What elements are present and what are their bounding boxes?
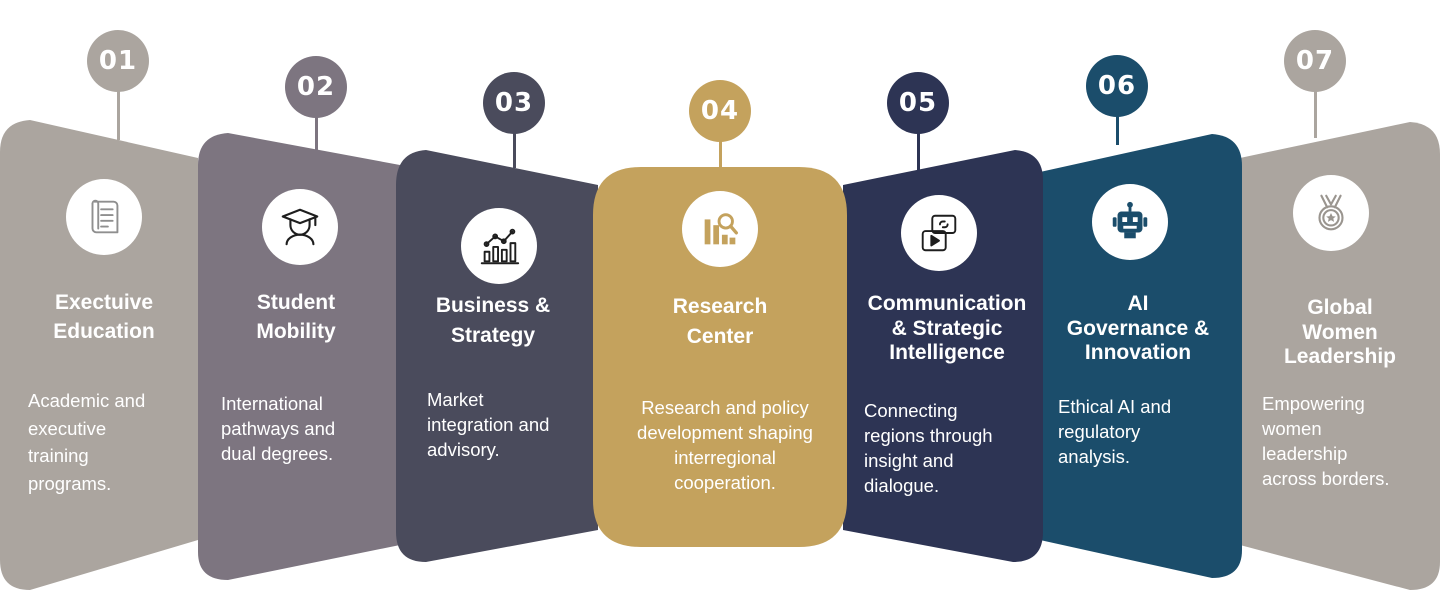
- icon-circle-06: [1092, 184, 1168, 260]
- icon-circle-02: [262, 189, 338, 265]
- connector-line-02: [314, 87, 318, 158]
- icon-circle-03: [461, 208, 537, 284]
- step-title-04-line-1: Research: [672, 295, 768, 318]
- media-icon: [921, 214, 957, 252]
- step-number-badge-05: 05: [887, 72, 949, 134]
- step-title-06-line-2: Governance &: [1066, 316, 1210, 340]
- step-title-07: Global Women Leadership: [1240, 296, 1440, 370]
- step-title-07-line-3: Leadership: [1283, 345, 1397, 368]
- step-description-04-line-1: Research and policy: [641, 397, 809, 418]
- step-description-01-line-4: programs.: [28, 472, 112, 494]
- connector-line-07: [1313, 61, 1317, 138]
- step-description-02-line-2: pathways and: [221, 418, 336, 439]
- step-description-03: Market integration and advisory.: [427, 387, 597, 462]
- step-description-05-line-1: Connecting: [864, 400, 958, 421]
- step-description-03-line-2: integration and: [427, 414, 550, 435]
- step-description-03-line-3: advisory.: [427, 439, 500, 460]
- step-number-badge-04: 04: [689, 80, 751, 142]
- band-shape-03: [396, 150, 598, 562]
- step-description-04: Research and policy development shaping …: [620, 395, 830, 495]
- connector-line-01: [116, 61, 120, 140]
- graduate-icon: [281, 208, 319, 246]
- robot-icon: [1112, 201, 1148, 239]
- step-description-06-line-2: regulatory: [1058, 421, 1141, 442]
- step-description-06-line-3: analysis.: [1058, 446, 1130, 467]
- step-description-07-line-1: Empowering: [1262, 393, 1365, 414]
- step-title-01-line-1: Exectuive: [54, 291, 154, 314]
- icon-circle-04: [682, 191, 758, 267]
- step-description-07: Empowering women leadership across borde…: [1262, 391, 1440, 491]
- step-number-badge-02: 02: [285, 56, 347, 118]
- step-title-02-line-1: Student: [256, 291, 336, 314]
- step-title-04: Research Center: [605, 292, 835, 352]
- step-title-05-line-3: Intelligence: [889, 341, 1005, 364]
- icon-circle-05: [901, 195, 977, 271]
- step-description-01: Academic and executive training programs…: [28, 387, 196, 497]
- step-description-02-line-1: International: [221, 393, 323, 414]
- step-description-01-line-3: training: [28, 445, 89, 466]
- medal-icon: [1318, 194, 1344, 231]
- step-title-01: Exectuive Education: [4, 288, 204, 346]
- step-number-badge-01: 01: [87, 30, 149, 92]
- step-description-07-line-2: women: [1262, 418, 1322, 439]
- research-icon: [704, 213, 738, 245]
- band-shape-01: [0, 120, 198, 590]
- step-title-03-line-2: Strategy: [450, 324, 536, 347]
- band-shape-06: [1040, 134, 1242, 578]
- band-shape-05: [843, 150, 1043, 562]
- band-shape-04: [593, 167, 847, 547]
- step-title-01-line-2: Education: [53, 320, 155, 343]
- step-title-06: AI Governance & Innovation: [1038, 292, 1238, 366]
- icon-circle-01: [66, 179, 142, 255]
- step-title-02: Student Mobility: [196, 288, 396, 346]
- step-description-03-line-1: Market: [427, 389, 484, 410]
- step-description-02: International pathways and dual degrees.: [221, 391, 399, 466]
- step-description-02-line-3: dual degrees.: [221, 443, 334, 464]
- step-description-01-line-2: executive: [28, 417, 107, 439]
- step-description-05-line-4: dialogue.: [864, 475, 940, 496]
- step-description-05-line-3: insight and: [864, 450, 954, 471]
- step-title-05-line-1: Communication: [867, 292, 1027, 315]
- step-title-05-line-2: & Strategic: [891, 316, 1003, 340]
- connector-line-05: [916, 103, 920, 172]
- step-description-05-line-2: regions through: [864, 425, 993, 446]
- step-description-01-line-1: Academic and: [28, 390, 146, 411]
- band-shape-07: [1240, 122, 1440, 590]
- band-shape-02: [198, 133, 400, 580]
- step-title-07-line-2: Women: [1302, 320, 1378, 344]
- step-number-badge-06: 06: [1086, 55, 1148, 117]
- step-description-04-line-4: cooperation.: [674, 472, 776, 493]
- step-description-06: Ethical AI and regulatory analysis.: [1058, 394, 1238, 469]
- step-title-07-line-1: Global: [1307, 296, 1373, 319]
- step-title-03: Business & Strategy: [393, 291, 593, 351]
- step-description-05: Connecting regions through insight and d…: [864, 398, 1042, 498]
- step-title-06-line-1: AI: [1127, 292, 1149, 315]
- step-description-07-line-4: across borders.: [1262, 468, 1390, 489]
- step-description-07-line-3: leadership: [1262, 443, 1348, 464]
- step-description-06-line-1: Ethical AI and: [1058, 396, 1172, 417]
- step-number-badge-03: 03: [483, 72, 545, 134]
- step-title-04-line-2: Center: [686, 325, 754, 348]
- step-title-06-line-3: Innovation: [1084, 341, 1192, 364]
- chart-icon: [480, 228, 520, 265]
- step-title-02-line-2: Mobility: [256, 320, 336, 343]
- icon-circle-07: [1293, 175, 1369, 251]
- step-title-03-line-1: Business &: [435, 294, 551, 317]
- step-description-04-line-2: development shaping: [637, 422, 813, 443]
- step-description-04-line-3: interregional: [674, 447, 776, 468]
- step-number-badge-07: 07: [1284, 30, 1346, 92]
- connector-line-03: [512, 103, 516, 168]
- step-title-05: Communication & Strategic Intelligence: [847, 292, 1047, 366]
- scroll-icon: [91, 199, 119, 234]
